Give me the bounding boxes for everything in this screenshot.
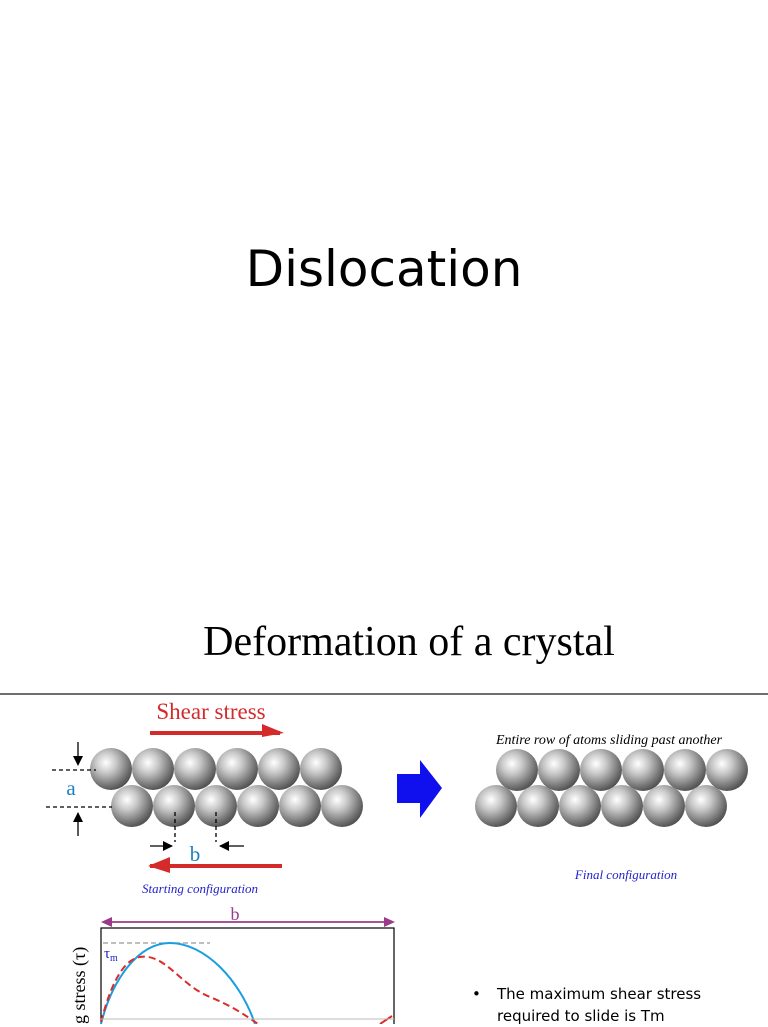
final-configuration-caption: Final configuration bbox=[574, 867, 677, 882]
b-label: b bbox=[190, 842, 201, 866]
slide-title-deformation: Deformation of a crystal bbox=[203, 619, 615, 665]
slide-title: Dislocation bbox=[245, 240, 523, 298]
sine-curve bbox=[100, 941, 256, 1024]
approx-curve-right bbox=[379, 1015, 393, 1024]
atoms-left-bottom-row bbox=[111, 785, 363, 827]
plot-b-dimension-arrow bbox=[101, 917, 395, 927]
atoms-right-top-row bbox=[496, 749, 748, 791]
plot-frame bbox=[100, 927, 395, 1024]
bullet-text: The maximum shear stress required to sli… bbox=[497, 985, 702, 1025]
shear-arrow-bottom bbox=[148, 857, 282, 873]
tau-m-label: τm bbox=[104, 946, 118, 964]
right-arrow-icon bbox=[397, 760, 442, 818]
atoms-right-bottom-row bbox=[475, 785, 727, 827]
plot-b-label: b bbox=[231, 904, 240, 924]
divider bbox=[0, 693, 768, 695]
starting-configuration-caption: Starting configuration bbox=[142, 881, 258, 896]
slide-dislocation: Dislocation bbox=[245, 240, 523, 298]
a-spacing-indicator bbox=[46, 742, 112, 836]
atoms-left-top-row bbox=[90, 748, 342, 790]
bullet-dot: • bbox=[472, 985, 481, 1003]
a-label: a bbox=[66, 776, 76, 800]
right-heading: Entire row of atoms sliding past another bbox=[495, 733, 723, 748]
b-spacing-indicator bbox=[150, 812, 244, 851]
approx-curve bbox=[100, 955, 259, 1024]
shear-stress-label: Shear stress bbox=[156, 699, 265, 724]
y-axis-label: g stress (τ) bbox=[69, 947, 90, 1024]
shear-arrow-top bbox=[150, 724, 284, 737]
